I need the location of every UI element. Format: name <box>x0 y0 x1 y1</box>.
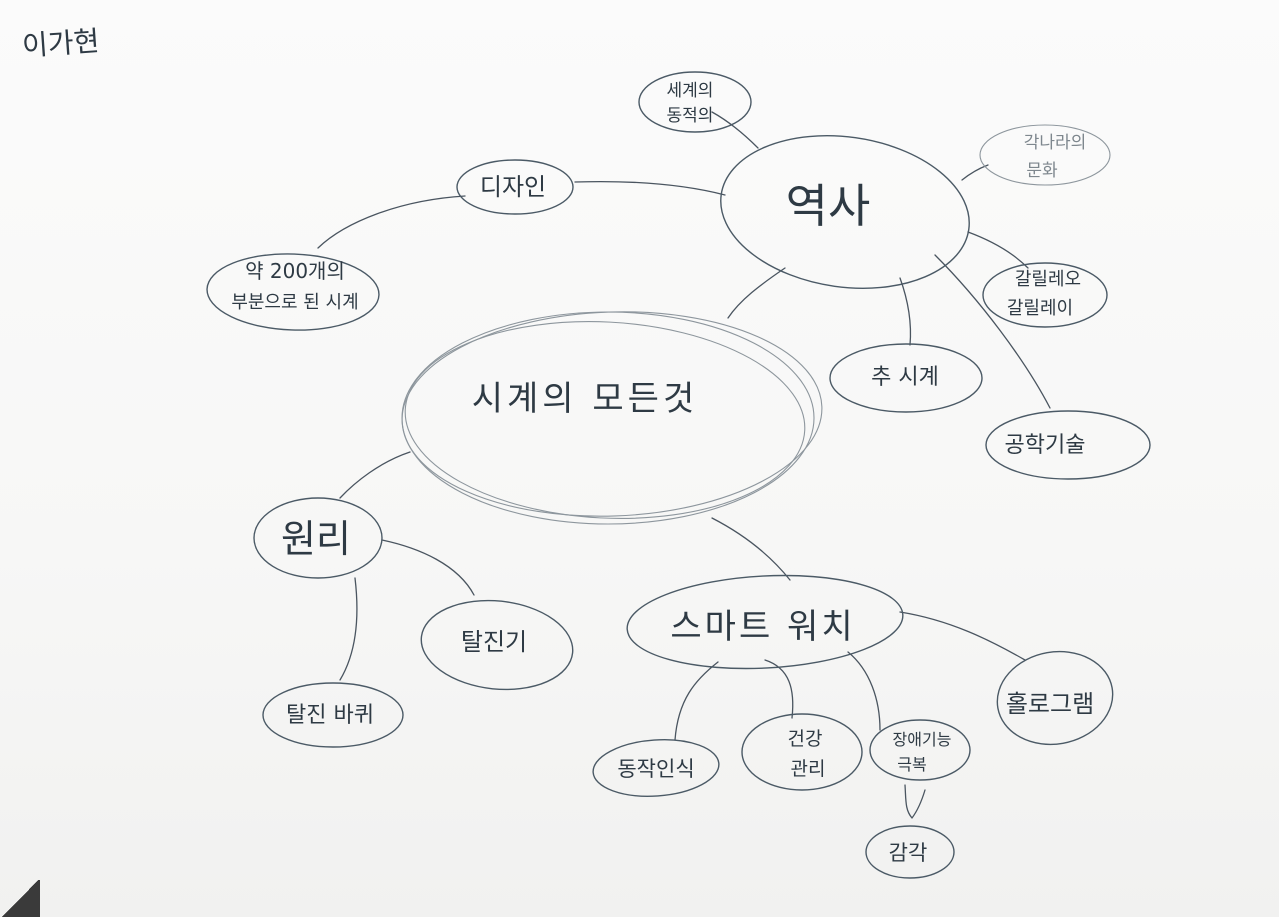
escapement-label: 탈진기 <box>461 628 527 656</box>
parts-line1: 약 200개의 <box>245 259 345 283</box>
smartwatch-node: 스마트 워치 <box>626 574 904 670</box>
line-center-principle <box>339 451 411 499</box>
center-node: 시계의 모든것 <box>401 311 823 525</box>
design-bubble <box>456 159 574 215</box>
galileo-bubble <box>982 262 1108 328</box>
galileo-line1: 갈릴레오 <box>1015 269 1081 290</box>
sense-node: 감각 <box>865 825 955 879</box>
wheel-bubble <box>262 682 404 748</box>
table-corner <box>0 880 40 917</box>
line-history-pendulum <box>899 277 912 346</box>
engineering-label: 공학기술 <box>1005 433 1086 458</box>
world-history-line1: 세계의 <box>667 81 714 101</box>
line-design-history <box>574 180 726 196</box>
design-node: 디자인 <box>456 159 574 215</box>
hologram-node: 홀로그램 <box>996 650 1114 746</box>
galileo-line2: 갈릴레이 <box>1007 298 1073 319</box>
health-bubble <box>741 713 863 791</box>
world-history-node: 세계의 동적의 <box>638 71 752 133</box>
line-smartwatch-health <box>764 659 794 719</box>
line-history-center <box>727 267 786 319</box>
escapement-bubble <box>420 599 574 691</box>
disability-bubble <box>869 719 971 781</box>
parts-line2: 부분으로 된 시계 <box>231 292 358 313</box>
history-label: 역사 <box>786 179 871 233</box>
center-label: 시계의 모든것 <box>472 379 699 419</box>
principle-bubble <box>253 497 383 579</box>
wheel-node: 탈진 바퀴 <box>262 682 404 748</box>
cultures-bubble <box>979 124 1111 186</box>
cultures-node: 각나라의 문화 <box>979 124 1111 186</box>
smartwatch-label: 스마트 워치 <box>670 607 855 647</box>
parts-node: 약 200개의 부분으로 된 시계 <box>206 253 380 331</box>
pendulum-node: 추 시계 <box>829 343 983 413</box>
center-ring-2 <box>401 311 823 517</box>
world-history-bubble <box>638 71 752 133</box>
galileo-node: 갈릴레오 갈릴레이 <box>982 262 1108 328</box>
center-ring-3 <box>404 321 806 519</box>
line-principle-escapement <box>381 539 475 596</box>
health-line1: 건강 <box>788 728 823 750</box>
line-smartwatch-hologram <box>899 611 1026 661</box>
health-line2: 관리 <box>791 758 826 780</box>
disability-line1: 장애기능 <box>893 730 952 749</box>
parts-bubble <box>206 253 380 331</box>
line-center-smartwatch <box>711 517 791 581</box>
hologram-label: 홀로그램 <box>1006 690 1094 718</box>
engineering-bubble <box>985 410 1151 480</box>
pendulum-bubble <box>829 343 983 413</box>
cultures-line1: 각나라의 <box>1024 133 1087 153</box>
hologram-bubble <box>996 650 1114 746</box>
world-history-line2: 동적의 <box>667 106 714 126</box>
disability-line2: 극복 <box>897 755 926 774</box>
pendulum-label: 추 시계 <box>871 365 939 390</box>
motion-label: 동작인식 <box>617 757 694 781</box>
cultures-line2: 문화 <box>1026 161 1058 181</box>
line-smartwatch-motion <box>674 661 719 741</box>
history-bubble <box>720 135 970 289</box>
line-history-cultures <box>961 164 989 181</box>
disability-node: 장애기능 극복 <box>869 719 971 781</box>
design-label: 디자인 <box>480 173 546 201</box>
line-history-world <box>711 111 759 149</box>
engineering-node: 공학기술 <box>985 410 1151 480</box>
escapement-node: 탈진기 <box>420 599 574 691</box>
wheel-label: 탈진 바퀴 <box>286 703 374 728</box>
connector-lines <box>317 111 1051 819</box>
sense-label: 감각 <box>889 841 928 865</box>
smartwatch-bubble <box>626 574 904 670</box>
principle-label: 원리 <box>281 517 351 561</box>
line-smartwatch-disability <box>847 651 881 731</box>
line-design-parts <box>317 195 466 249</box>
line-disability-sense <box>904 784 926 819</box>
health-node: 건강 관리 <box>741 713 863 791</box>
sense-bubble <box>865 825 955 879</box>
motion-node: 동작인식 <box>592 739 720 797</box>
line-history-engineering <box>934 254 1051 409</box>
line-principle-wheel <box>339 577 358 681</box>
line-history-galileo <box>967 231 1029 269</box>
principle-node: 원리 <box>253 497 383 579</box>
motion-bubble <box>592 739 720 797</box>
history-node: 역사 <box>720 135 970 289</box>
